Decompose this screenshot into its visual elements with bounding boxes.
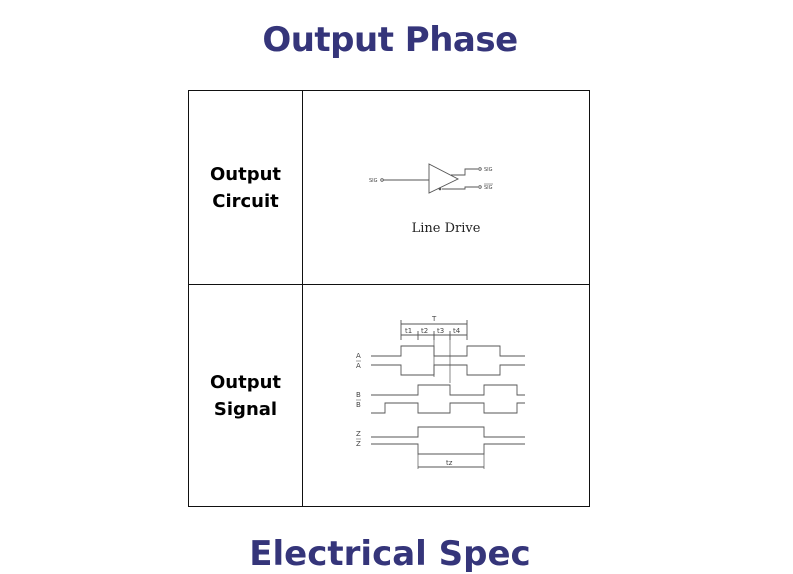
output-circuit-label: Output Circuit — [188, 90, 303, 285]
output-terminal — [478, 167, 482, 171]
output-inverted-wire — [442, 186, 478, 190]
table-row-output-circuit: Output Circuit SIG SIG SIG Line — [188, 90, 590, 285]
period-label: T — [431, 315, 437, 323]
table-row-output-signal: Output Signal — [188, 284, 590, 507]
index-width-label: tz — [446, 459, 453, 467]
timing-diagram: T t1 t2 t3 t4 tz A A B B Z Z — [356, 315, 525, 469]
output-signal-label: Output Signal — [188, 284, 303, 507]
output-signal-diagram-cell: T t1 t2 t3 t4 tz A A B B Z Z — [302, 284, 590, 507]
waveform-z-inv — [371, 443, 525, 455]
channel-b-label: B — [356, 391, 361, 399]
next-section-title: Electrical Spec — [249, 534, 531, 574]
output-signal-label-line1: Output — [209, 371, 282, 393]
input-terminal — [380, 178, 384, 182]
output-inverted-sig-label: SIG — [484, 185, 493, 191]
waveform-b — [371, 384, 525, 396]
channel-b-inv-label: B — [356, 401, 361, 409]
inverter-bubble — [438, 187, 442, 191]
page-title: Output Phase — [262, 20, 518, 60]
output-sig-label: SIG — [484, 167, 493, 173]
output-phase-table: Output Circuit SIG SIG SIG Line — [188, 90, 590, 507]
waveform-a — [371, 345, 525, 357]
line-drive-diagram: SIG SIG SIG — [369, 163, 493, 194]
phase-label-t2: t2 — [421, 327, 428, 335]
input-sig-label: SIG — [369, 178, 378, 184]
waveform-z — [371, 426, 525, 438]
output-circuit-label-line1: Output — [209, 163, 282, 185]
output-inverted-terminal — [478, 185, 482, 189]
waveform-b-inv — [371, 402, 525, 414]
line-drive-caption: Line Drive — [411, 221, 481, 236]
channel-a-inv-label: A — [356, 362, 361, 370]
channel-z-label: Z — [356, 430, 361, 438]
channel-z-inv-label: Z — [356, 440, 361, 448]
channel-a-label: A — [356, 352, 361, 360]
phase-label-t3: t3 — [437, 327, 444, 335]
line-drive-diagram-cell: SIG SIG SIG Line Drive — [302, 90, 590, 285]
output-signal-label-line2: Signal — [213, 398, 278, 420]
output-wire — [451, 168, 478, 176]
buffer-triangle — [428, 163, 460, 194]
waveform-a-inv — [371, 364, 525, 376]
phase-label-t4: t4 — [453, 327, 461, 335]
phase-label-t1: t1 — [405, 327, 412, 335]
output-circuit-label-line2: Circuit — [212, 190, 279, 212]
